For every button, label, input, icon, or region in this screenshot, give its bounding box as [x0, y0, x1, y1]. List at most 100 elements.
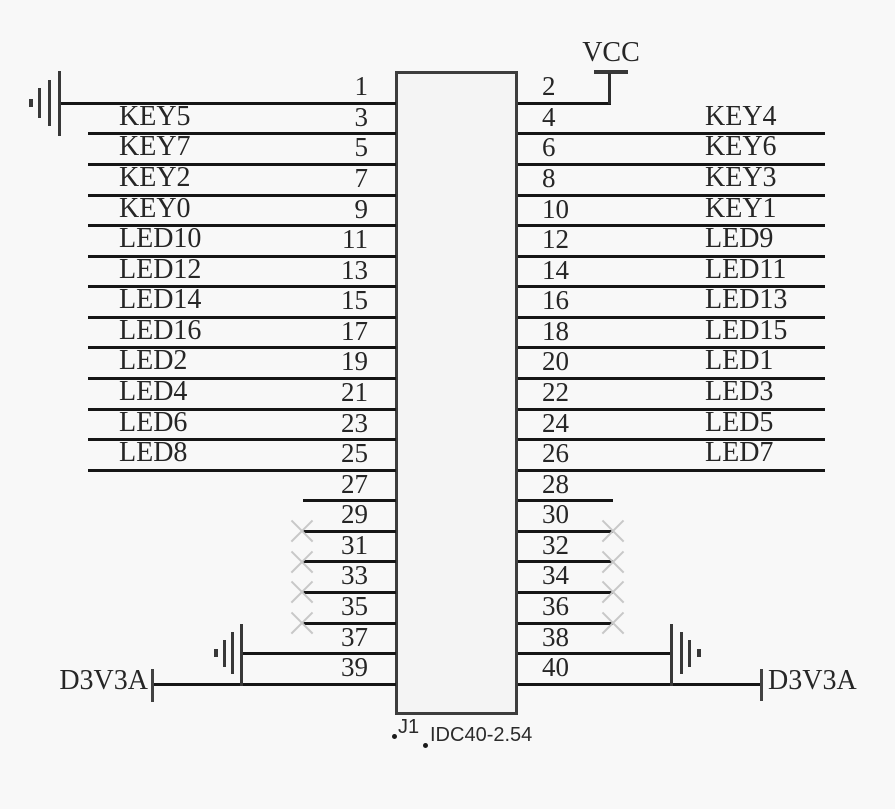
- pin-wire-right-28: [518, 499, 613, 503]
- net-label-KEY1: KEY1: [705, 192, 777, 224]
- vcc-label: VCC: [582, 37, 640, 68]
- net-label-KEY6: KEY6: [705, 131, 777, 163]
- pin-wire-right-20: [518, 376, 825, 380]
- pin-wire-right-38: [518, 652, 673, 656]
- pin-number-left-37: 37: [341, 621, 368, 652]
- pin-wire-right-32: [518, 560, 613, 564]
- net-label-LED3: LED3: [705, 376, 774, 407]
- ground-bar: [231, 632, 234, 675]
- part-anchor-dot: [423, 743, 428, 748]
- pin-number-left-29: 29: [341, 499, 368, 530]
- pin-number-right-18: 18: [542, 315, 569, 346]
- pin-wire-left-13: [88, 285, 396, 289]
- vcc-bar-icon: [594, 70, 628, 74]
- net-label-LED11: LED11: [705, 253, 787, 285]
- pin-wire-right-22: [518, 407, 825, 411]
- designator-anchor-dot: [392, 734, 397, 739]
- pin-number-right-34: 34: [542, 560, 569, 591]
- ground-bar: [679, 632, 683, 675]
- pin-number-right-36: 36: [542, 591, 569, 621]
- net-label-LED12: LED12: [119, 253, 202, 285]
- pin-wire-right-4: [518, 132, 825, 136]
- pin-wire-left-5: [88, 162, 396, 166]
- pin-number-left-5: 5: [354, 132, 369, 163]
- pin-number-right-26: 26: [542, 438, 569, 469]
- net-label-LED8: LED8: [119, 437, 188, 469]
- power-port-left-bar-icon: [150, 668, 154, 702]
- pin-number-right-22: 22: [542, 377, 569, 407]
- pin-number-right-32: 32: [542, 529, 569, 560]
- pin-number-right-2: 2: [542, 71, 556, 102]
- pin-wire-right-2: [518, 101, 611, 105]
- power-port-right-label: D3V3A: [768, 665, 857, 696]
- pin-wire-left-3: [88, 132, 396, 136]
- pin-number-left-13: 13: [341, 254, 368, 285]
- power-port-left-label: D3V3A: [59, 665, 148, 696]
- pin-number-left-1: 1: [354, 71, 369, 102]
- pin-wire-right-8: [518, 193, 825, 197]
- pin-wire-left-11: [88, 254, 396, 258]
- pin-wire-left-17: [88, 346, 396, 350]
- net-label-LED14: LED14: [119, 284, 202, 316]
- ground-bar: [670, 623, 673, 686]
- vcc-stem-wire: [608, 73, 611, 104]
- pin-wire-right-34: [518, 590, 613, 594]
- net-label-LED7: LED7: [705, 437, 774, 469]
- pin-number-left-35: 35: [341, 591, 368, 621]
- pin-number-right-30: 30: [542, 499, 569, 530]
- pin-wire-right-14: [518, 285, 825, 289]
- pin-number-left-17: 17: [341, 315, 368, 346]
- pin-number-left-7: 7: [354, 163, 369, 193]
- pin-number-right-4: 4: [542, 101, 556, 132]
- connector-body: [395, 71, 518, 715]
- pin-wire-right-26: [518, 468, 825, 472]
- pin-wire-right-10: [518, 224, 825, 228]
- pin-wire-right-36: [518, 621, 613, 625]
- ground-bar: [38, 88, 41, 119]
- net-label-LED13: LED13: [705, 284, 788, 316]
- pin-number-left-33: 33: [341, 560, 368, 591]
- pin-number-right-24: 24: [542, 407, 569, 438]
- pin-wire-left-23: [88, 438, 396, 442]
- ground-bar: [688, 640, 691, 667]
- pin-number-left-23: 23: [341, 407, 368, 438]
- net-label-LED4: LED4: [119, 376, 188, 407]
- net-label-LED15: LED15: [705, 314, 788, 346]
- pin-number-right-14: 14: [542, 254, 569, 285]
- pin-number-right-40: 40: [542, 652, 569, 683]
- pin-wire-left-1: [59, 101, 396, 105]
- pin-number-right-28: 28: [542, 468, 569, 499]
- net-label-LED10: LED10: [119, 223, 202, 255]
- pin-number-left-19: 19: [341, 346, 368, 377]
- pin-wire-left-31: [303, 560, 396, 564]
- pin-wire-right-16: [518, 315, 825, 319]
- pin-wire-right-12: [518, 254, 825, 258]
- net-label-LED16: LED16: [119, 314, 202, 346]
- pin-wire-right-24: [518, 438, 825, 442]
- ground-bar: [696, 649, 701, 658]
- ground-bar: [47, 80, 51, 127]
- pin-number-right-20: 20: [542, 346, 569, 377]
- pin-number-right-8: 8: [542, 163, 556, 193]
- pin-wire-left-25: [88, 468, 396, 472]
- pin-number-right-12: 12: [542, 224, 569, 255]
- net-label-LED2: LED2: [119, 345, 188, 377]
- pin-number-right-16: 16: [542, 285, 569, 316]
- pin-number-left-3: 3: [354, 101, 369, 132]
- pin-number-left-11: 11: [342, 224, 368, 255]
- ground-bar: [222, 640, 226, 667]
- ground-bar: [29, 99, 33, 108]
- net-label-KEY0: KEY0: [119, 192, 191, 224]
- pin-number-left-15: 15: [341, 285, 368, 316]
- pin-number-left-27: 27: [341, 468, 368, 499]
- pin-number-left-31: 31: [341, 529, 368, 560]
- net-label-LED5: LED5: [705, 406, 774, 438]
- pin-wire-right-30: [518, 529, 613, 533]
- pin-wire-right-6: [518, 162, 825, 166]
- pin-wire-left-39: [152, 682, 396, 686]
- net-label-KEY2: KEY2: [119, 162, 191, 193]
- pin-wire-right-40: [518, 682, 762, 686]
- ground-bar: [213, 649, 218, 658]
- net-label-KEY4: KEY4: [705, 100, 777, 132]
- pin-number-right-38: 38: [542, 621, 569, 652]
